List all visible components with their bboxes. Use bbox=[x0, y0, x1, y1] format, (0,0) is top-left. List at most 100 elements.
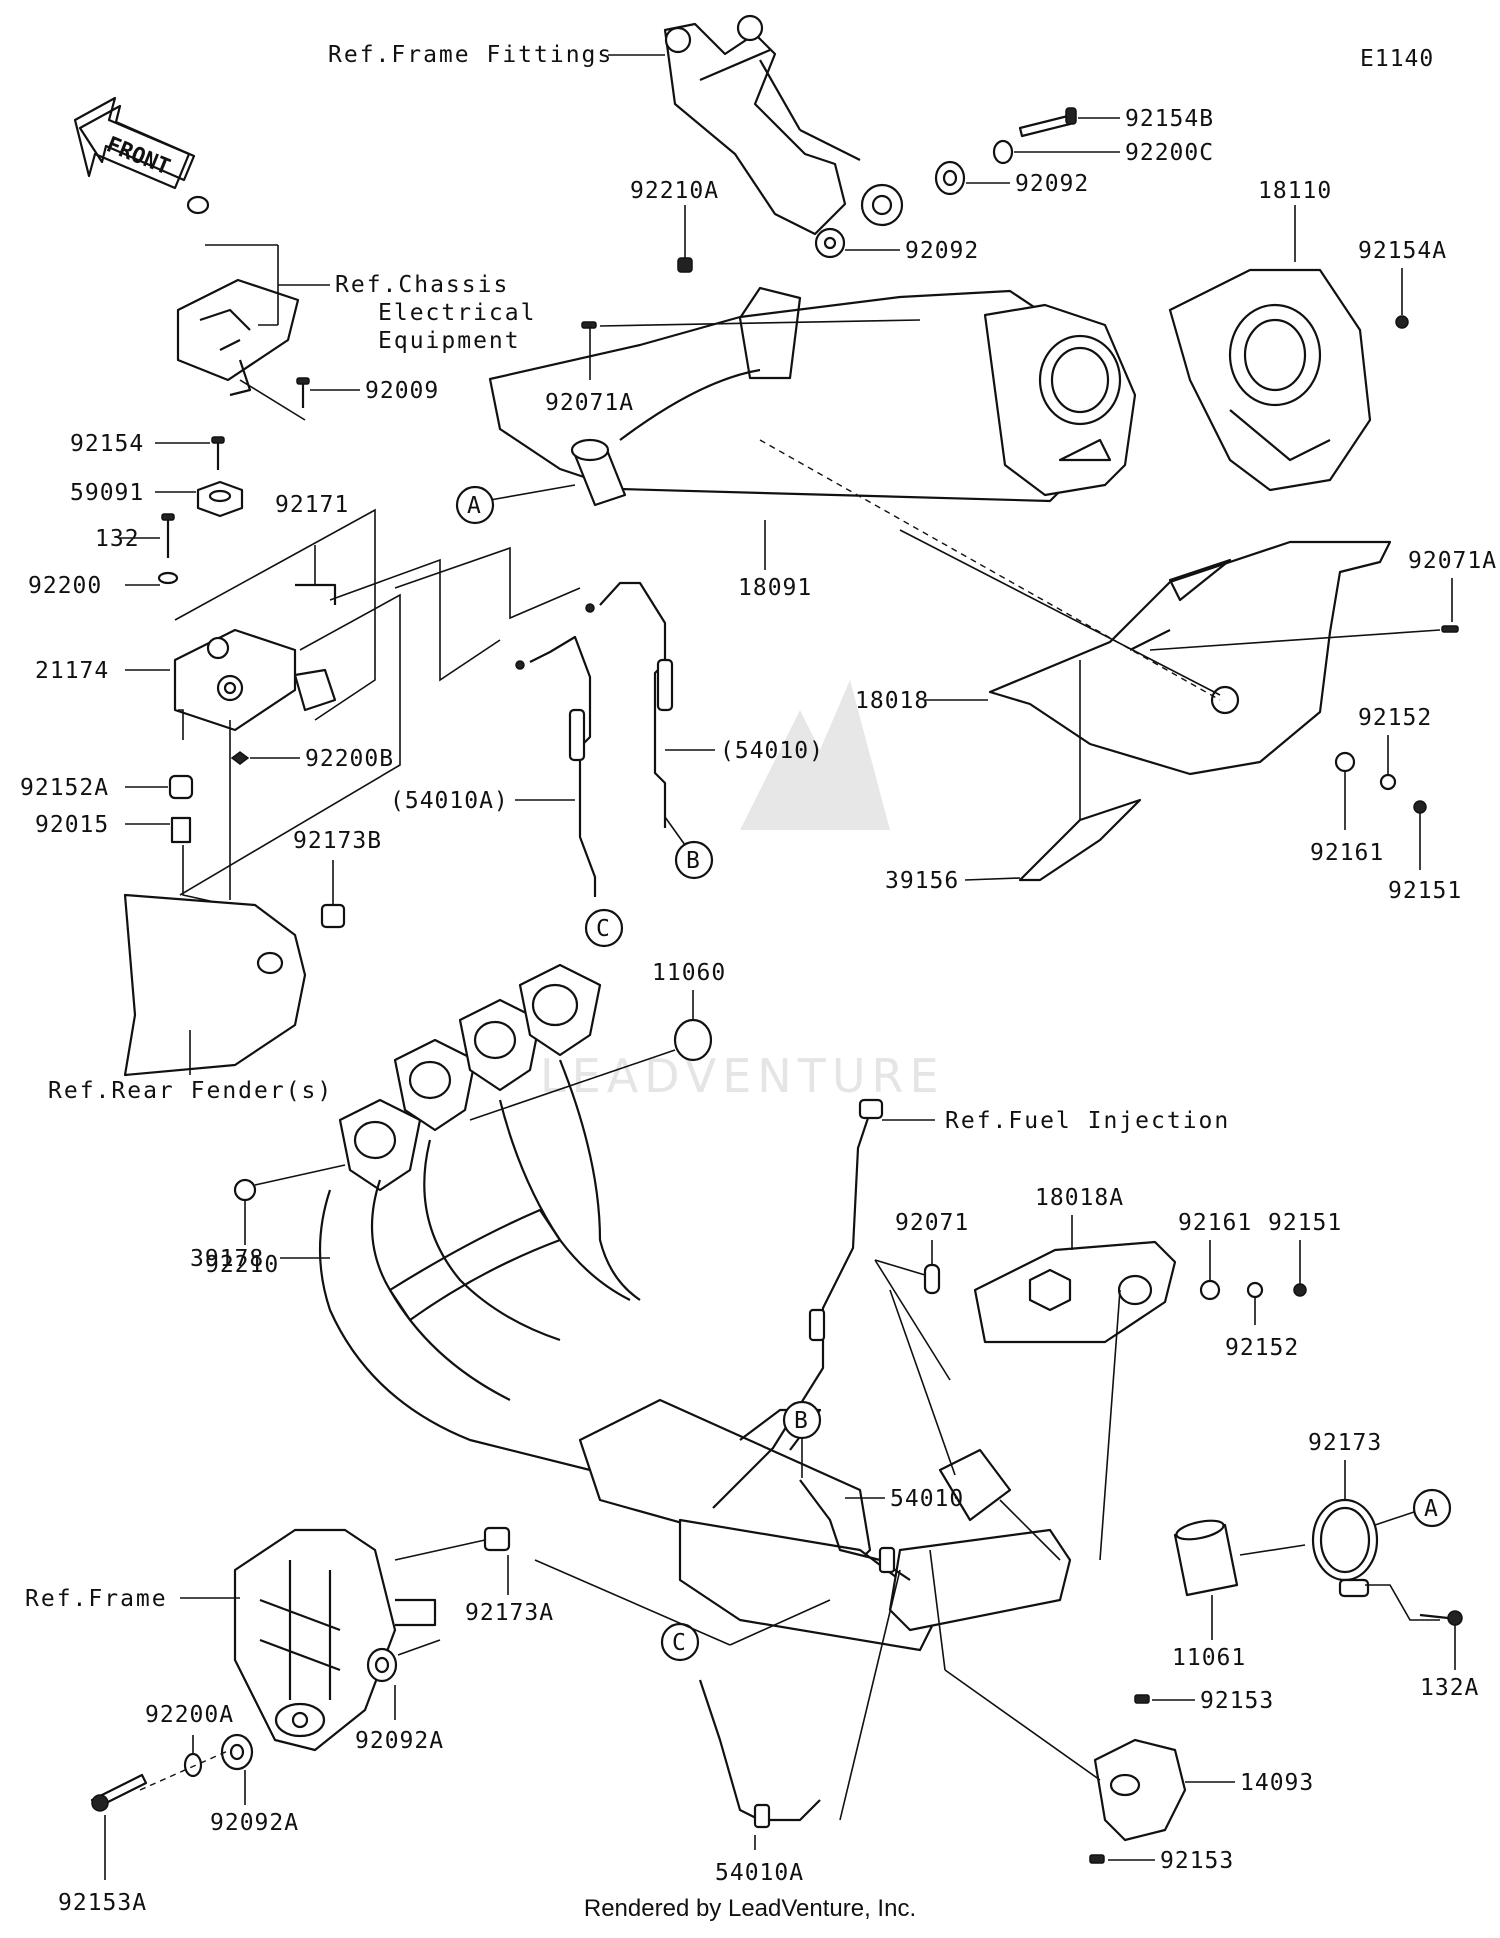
label-92009: 92009 bbox=[365, 378, 439, 404]
nut-92015 bbox=[170, 816, 192, 844]
label-92210: 92210 bbox=[205, 1252, 279, 1278]
nut-92161-right bbox=[1334, 751, 1356, 773]
callout-A-top bbox=[455, 485, 495, 525]
bolt-92154A bbox=[1395, 315, 1409, 329]
label-92092A-left: 92092A bbox=[210, 1810, 299, 1836]
label-92151-right: 92151 bbox=[1388, 878, 1462, 904]
washer-92152-right bbox=[1379, 773, 1397, 791]
label-92071: 92071 bbox=[895, 1210, 969, 1236]
bolt-132 bbox=[161, 513, 175, 558]
pad-39156 bbox=[1018, 798, 1142, 882]
label-92071A-left: 92071A bbox=[545, 390, 634, 416]
frame-bracket bbox=[233, 1528, 437, 1752]
label-54010A-paren: (54010A) bbox=[390, 788, 509, 814]
label-92200B: 92200B bbox=[305, 746, 394, 772]
label-92151-low: 92151 bbox=[1268, 1210, 1342, 1236]
label-92161-right: 92161 bbox=[1310, 840, 1384, 866]
actuator-21174 bbox=[173, 628, 337, 732]
heat-guard-18018 bbox=[988, 540, 1392, 776]
screw-92009 bbox=[296, 377, 310, 408]
spacer-92152A bbox=[168, 774, 194, 800]
footer-credit: Rendered by LeadVenture, Inc. bbox=[583, 1895, 917, 1922]
clip-92171 bbox=[295, 583, 337, 605]
label-92092-top: 92092 bbox=[1015, 171, 1089, 197]
o2-sensor-54010A-low bbox=[698, 1679, 821, 1829]
label-92161-low: 92161 bbox=[1178, 1210, 1252, 1236]
ref-fuel-injection: Ref.Fuel Injection bbox=[945, 1108, 1230, 1134]
clip-92071A-left bbox=[581, 321, 597, 329]
label-21174: 21174 bbox=[35, 658, 109, 684]
heat-guard-18018A bbox=[973, 1240, 1177, 1344]
svg-text:LEADVENTURE: LEADVENTURE bbox=[540, 1049, 945, 1103]
ref-chassis-3: Equipment bbox=[378, 328, 521, 354]
label-92210A: 92210A bbox=[630, 178, 719, 204]
o2-sensor-54010 bbox=[585, 581, 674, 828]
callout-B-low-label: B bbox=[794, 1408, 809, 1434]
frame-fittings-bracket bbox=[663, 14, 904, 236]
callout-A-right-label: A bbox=[1424, 1496, 1439, 1522]
fuel-injection-sensor bbox=[712, 1098, 884, 1509]
label-132A: 132A bbox=[1420, 1675, 1479, 1701]
bolt-92151-right bbox=[1413, 800, 1427, 814]
label-92173: 92173 bbox=[1308, 1430, 1382, 1456]
damper-59091 bbox=[196, 480, 244, 518]
label-92154B: 92154B bbox=[1125, 106, 1214, 132]
label-92153A: 92153A bbox=[58, 1890, 147, 1916]
label-92071A-right: 92071A bbox=[1408, 548, 1497, 574]
o2-sensor-54010A bbox=[515, 635, 597, 897]
label-54010A: 54010A bbox=[715, 1860, 804, 1886]
label-92154A: 92154A bbox=[1358, 238, 1447, 264]
label-132: 132 bbox=[95, 526, 140, 552]
screw-92153-top bbox=[1134, 1694, 1150, 1704]
callout-A-right bbox=[1412, 1488, 1452, 1528]
washer-92200A bbox=[183, 1752, 203, 1778]
clip-92071 bbox=[923, 1263, 941, 1295]
label-92200A: 92200A bbox=[145, 1702, 234, 1728]
grommet-92092-top bbox=[934, 160, 966, 196]
label-92092A-right: 92092A bbox=[355, 1728, 444, 1754]
leadventure-watermark: LEADVENTURE bbox=[540, 680, 945, 1103]
label-11061: 11061 bbox=[1172, 1645, 1246, 1671]
washer-92200B bbox=[230, 751, 250, 765]
bolt-92153A bbox=[90, 1773, 148, 1812]
label-18091: 18091 bbox=[738, 575, 812, 601]
nut-92161-low bbox=[1199, 1279, 1221, 1301]
callout-B-top-label: B bbox=[686, 848, 701, 874]
label-92015: 92015 bbox=[35, 812, 109, 838]
clamp-92173 bbox=[1311, 1498, 1379, 1598]
bolt-92154B bbox=[1018, 107, 1077, 138]
label-54010-paren: (54010) bbox=[720, 738, 824, 764]
label-92092-mid: 92092 bbox=[905, 238, 979, 264]
exhaust-header-39178 bbox=[318, 963, 1072, 1652]
clamp-92173A bbox=[483, 1526, 511, 1552]
chassis-bracket bbox=[176, 195, 300, 397]
label-92152-right: 92152 bbox=[1358, 705, 1432, 731]
bolt-92154 bbox=[211, 436, 225, 470]
label-59091: 59091 bbox=[70, 480, 144, 506]
label-92152-low: 92152 bbox=[1225, 1335, 1299, 1361]
callout-C-top-label: C bbox=[596, 916, 611, 942]
ref-frame: Ref.Frame bbox=[25, 1586, 168, 1612]
grommet-92092A-right bbox=[366, 1647, 398, 1683]
label-92171: 92171 bbox=[275, 492, 349, 518]
cover-14093 bbox=[1093, 1738, 1187, 1842]
muffler-18091 bbox=[488, 286, 1137, 507]
ref-rear-fender: Ref.Rear Fender(s) bbox=[48, 1078, 333, 1104]
callout-C-low-label: C bbox=[672, 1630, 687, 1656]
o2-sensor-54010-low bbox=[799, 1479, 911, 1581]
clip-92071A-right bbox=[1441, 625, 1459, 633]
label-92173A: 92173A bbox=[465, 1600, 554, 1626]
ref-chassis-2: Electrical bbox=[378, 300, 536, 326]
label-92173B: 92173B bbox=[293, 828, 382, 854]
callout-B-top bbox=[674, 840, 714, 880]
nut-92210A bbox=[677, 257, 693, 273]
screw-92153-bottom bbox=[1089, 1854, 1105, 1864]
bolt-92151-low bbox=[1293, 1283, 1307, 1297]
label-18018A: 18018A bbox=[1035, 1185, 1124, 1211]
muffler-cover-18110 bbox=[1168, 268, 1372, 492]
grommet-92092A-left bbox=[220, 1733, 254, 1771]
label-14093: 14093 bbox=[1240, 1770, 1314, 1796]
washer-92200C bbox=[992, 139, 1014, 165]
label-18110: 18110 bbox=[1258, 178, 1332, 204]
